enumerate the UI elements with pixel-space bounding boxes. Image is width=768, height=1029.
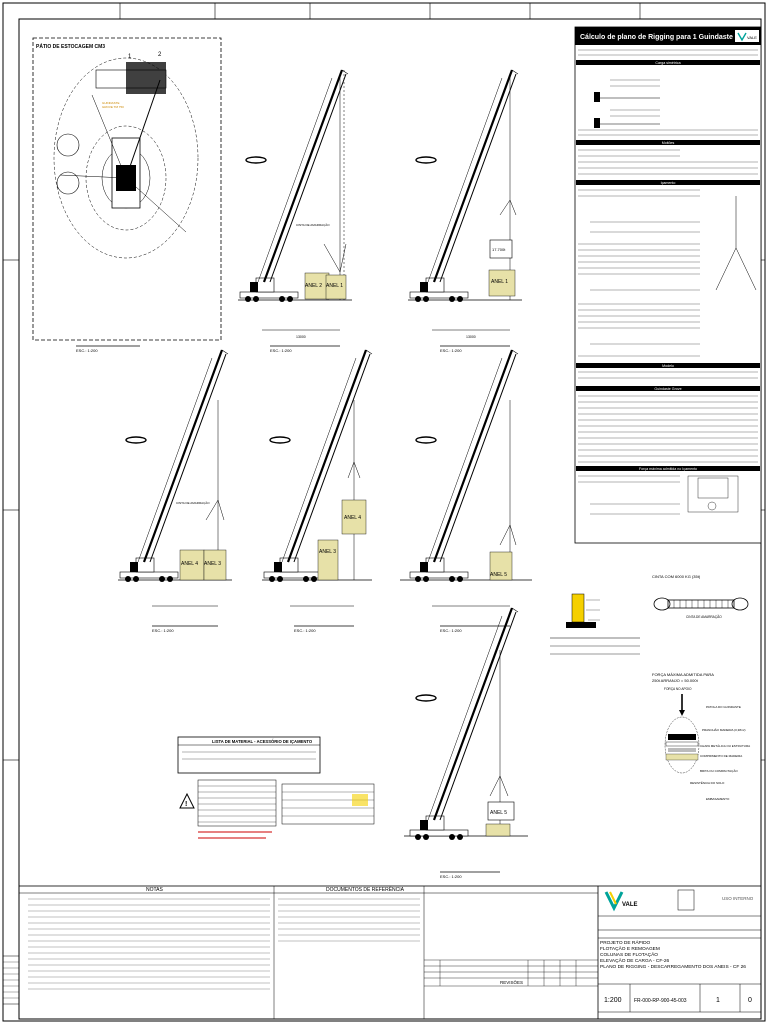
notes-title: NOTAS [146,887,164,893]
title-doc-number: FR-000-RP-900-45-003 [634,998,687,1004]
material-list [177,736,321,774]
sling-title: CINTA COM 6000 KG (35t) [652,574,701,579]
elevation-view-2: 17.700t ANEL 1 13000 ESC.: 1:200 [408,68,522,353]
section-maxforce: Força máxima admitida no Içamento [639,467,697,471]
section-pulleys: Moitões [662,141,675,145]
view3-ring4: ANEL 4 [181,561,198,567]
view3-scale: ESC.: 1:200 [152,628,174,633]
view4-ring4: ANEL 4 [344,515,361,521]
layer-6: EMBASAMENTO [706,797,730,801]
view3-sling: CINTA DE AMARRAÇÃO [176,500,210,505]
site-plan-title: PÁTIO DE ESTOCAGEM CM3 [36,43,105,50]
section-crane: Guindaste Grove [654,387,681,391]
section-symmetric: Carga simétrica [655,61,680,65]
svg-text:17.700t: 17.700t [492,247,506,252]
force-title: FORÇA MÁXIMA ADMITIDA PARA [652,672,714,677]
view5-scale: ESC.: 1:200 [440,628,462,633]
svg-text:GROVE TM 750: GROVE TM 750 [102,105,124,109]
sling-detail-label: CINTA DE AMARRAÇÃO [686,614,722,619]
title-rev: 0 [748,997,752,1004]
view1-sling: CINTA DE AMARRAÇÃO [296,222,330,227]
force-value: 250t ARRANJO = 50.000t [652,678,699,683]
view3-ring3: ANEL 3 [204,561,221,567]
material-title: LISTA DE MATERIAL - ACESSÓRIO DE IÇAMENT… [212,739,313,744]
section-model: Modelo [662,364,674,368]
view6-ring5: ANEL 5 [490,810,507,816]
project-line-2: COLUNAS DE FLOTAÇÃO [600,951,658,958]
layer-2: CHAPA METÁLICA OU ESTRUTURA [700,744,750,748]
svg-text:GUINDASTE: GUINDASTE [102,101,120,105]
calc-panel [574,26,762,544]
plan-marker-1: 1 [128,54,132,60]
site-plan: GUINDASTE GROVE TM 750 1 2 [53,52,199,259]
site-plan-frame [32,37,222,341]
view2-scale: ESC.: 1:200 [440,348,462,353]
force-layers: PATOLA DO GUINDASTE PRANCHÃO MADEIRA (0,… [690,705,750,801]
layer-5: RESISTÊNCIA DO SOLO [690,780,725,785]
view1-ring2: ANEL 2 [305,283,322,289]
view2-ring1: ANEL 1 [491,279,508,285]
layer-3: COMPRIMENTO DE MADEIRA [700,754,742,758]
force-detail [664,694,700,774]
layer-4: BRITA OU COMPACTAÇÃO [700,768,738,773]
svg-text:!: ! [185,801,187,808]
plan-scale: ESC.: 1:200 [76,348,98,353]
project-line-0: PROJETO DE RÁPIDO [600,939,651,946]
title-sheet: 1 [716,997,720,1004]
sling-detail [653,597,749,611]
view1-dim: 13000 [296,335,306,339]
view4-ring3: ANEL 3 [319,549,336,555]
project-line-3: ELEVAÇÃO DE CARGA - CF-26 [600,957,670,964]
view5-ring5: ANEL 5 [490,572,507,578]
force-sub: FORÇA NO APOIO [664,687,692,691]
section-lift: Içamento [661,181,676,185]
title-block: VALE USO INTERNO PROJETO DE RÁPIDO FLOTA… [598,889,761,1013]
plan-marker-2: 2 [158,52,162,58]
title-logo: VALE [622,902,638,908]
view1-ring1: ANEL 1 [326,283,343,289]
refs-title: DOCUMENTOS DE REFERÊNCIA [326,885,405,893]
layer-0: PATOLA DO GUINDASTE [706,705,741,709]
elevation-view-4: ANEL 4 ANEL 3 ESC.: 1:200 [262,348,374,633]
layer-1: PRANCHÃO MADEIRA (0,38m²) [702,727,746,732]
calc-logo: VALE [747,35,757,40]
elevation-view-1: ANEL 2 ANEL 1 CINTA DE AMARRAÇÃO 13000 E… [238,68,352,353]
revisions-title: REVISÕES [500,979,523,985]
project-line-4: PLANO DE RIGGING - DESCARREGAMENTO DOS A… [600,964,746,970]
uso-interno: USO INTERNO [722,896,754,901]
elevation-view-6: ANEL 5 ESC.: 1:200 [404,606,528,879]
view2-dim: 13000 [466,335,476,339]
warning-icon [179,792,195,809]
elevation-view-3: ANEL 4 ANEL 3 CINTA DE AMARRAÇÃO ESC.: 1… [118,348,232,633]
project-line-1: FLOTAÇÃO E REMOAGEM [600,945,660,952]
title-scale: 1:200 [604,997,622,1004]
detail-base-section [550,593,640,655]
calc-title: Cálculo de plano de Rigging para 1 Guind… [580,34,733,41]
view4-scale: ESC.: 1:200 [294,628,316,633]
elevation-view-5: ANEL 5 ESC.: 1:200 [400,348,532,633]
calc-content: Carga simétrica Moitões Içamento Modelo … [576,49,760,515]
view1-scale: ESC.: 1:200 [270,348,292,353]
view6-scale: ESC.: 1:200 [440,874,462,879]
